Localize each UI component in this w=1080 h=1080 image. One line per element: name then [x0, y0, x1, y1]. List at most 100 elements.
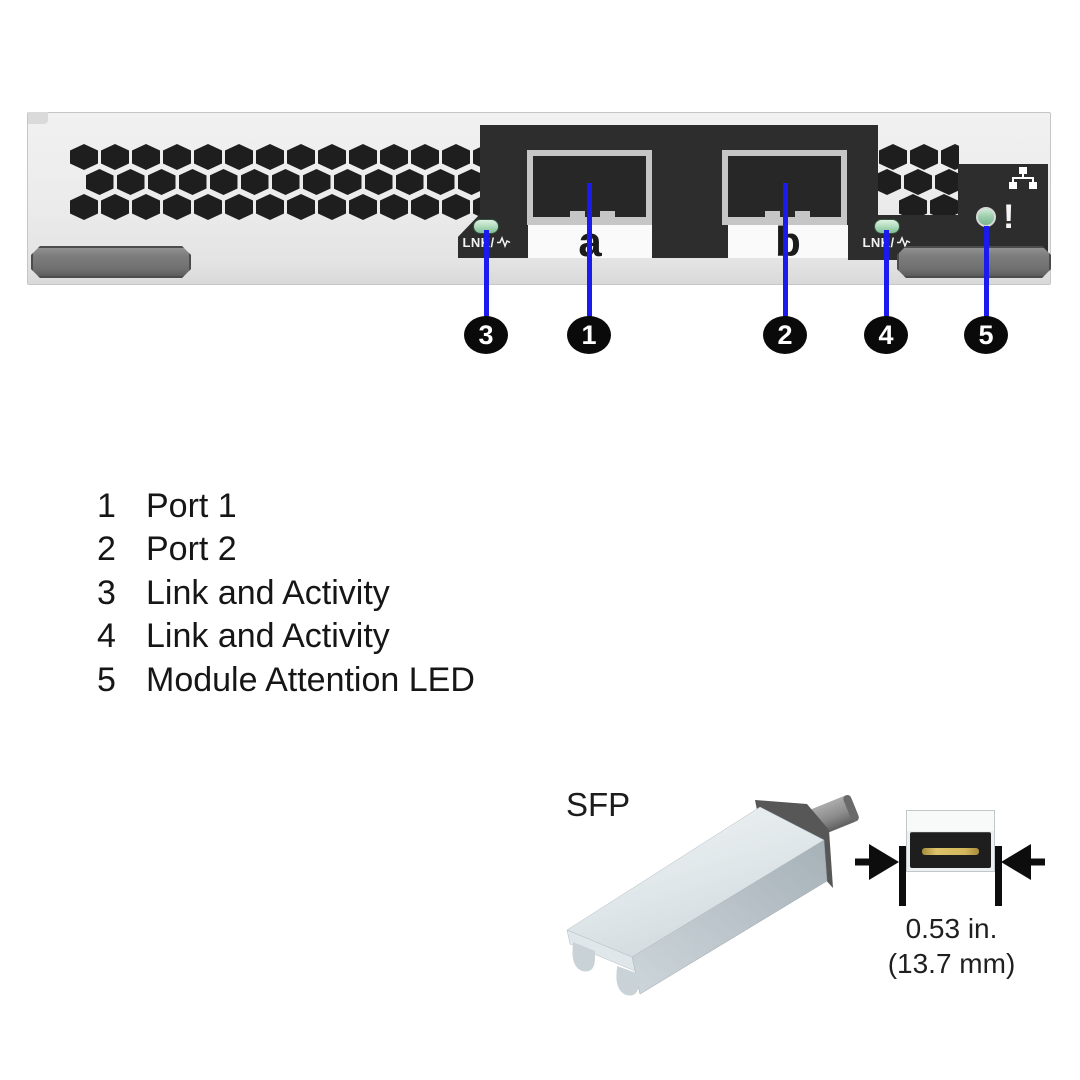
faceplate-corner-tab [28, 112, 48, 124]
vent-hexagon [163, 144, 191, 170]
legend-row-5: 5 Module Attention LED [97, 659, 475, 702]
callout-circle-4: 4 [864, 316, 908, 354]
vent-hexagon [333, 169, 362, 195]
port-b-notch [765, 211, 780, 218]
vent-hexagon [457, 169, 481, 195]
legend-label: Link and Activity [146, 617, 390, 656]
callout-circle-2: 2 [763, 316, 807, 354]
lnk-text-left: LNK/ [462, 234, 495, 250]
vent-hexagon [302, 169, 331, 195]
dimension-bar-right [995, 846, 1002, 906]
vent-hexagon [473, 144, 481, 170]
vent-hexagon [411, 144, 439, 170]
callout-line-2 [782, 183, 788, 320]
legend-label: Module Attention LED [146, 660, 475, 699]
vent-hexagon [910, 144, 938, 170]
legend-number: 1 [97, 487, 116, 525]
port-a-notch [570, 211, 585, 218]
port-a-notch [600, 211, 615, 218]
vent-hexagon [904, 169, 932, 195]
legend-row-3: 3 Link and Activity [97, 572, 475, 615]
vent-hexagons-left [70, 144, 481, 221]
vent-hexagon [132, 144, 160, 170]
sfp-title: SFP [566, 786, 631, 823]
vent-hexagon [349, 144, 377, 170]
vent-hexagon [225, 194, 253, 220]
vent-hexagons-right [874, 144, 959, 221]
vent-hexagon [411, 194, 439, 220]
callout-circle-1: 1 [567, 316, 611, 354]
legend-label: Port 2 [146, 530, 237, 569]
vent-hexagon [240, 169, 269, 195]
port-b-label-plate: b [728, 218, 848, 265]
vent-hexagon [271, 169, 300, 195]
callout-line-3 [483, 230, 489, 320]
callout-line-4 [883, 230, 889, 320]
dimension-inches: 0.53 in. [905, 913, 998, 944]
vent-hexagon [442, 144, 470, 170]
legend-label: Port 1 [146, 487, 237, 525]
vent-hexagon [874, 169, 901, 195]
callout-circle-3: 3 [464, 316, 508, 354]
vent-hexagon [935, 169, 959, 195]
legend-row-4: 4 Link and Activity [97, 615, 475, 658]
sfp-connector-front-view [906, 810, 995, 872]
legend-number: 4 [97, 617, 116, 656]
vent-hexagon [473, 194, 481, 220]
vent-hexagon [101, 144, 129, 170]
vent-hexagon [70, 144, 98, 170]
vent-hexagon [318, 144, 346, 170]
vent-hexagon [132, 194, 160, 220]
vent-hexagon [70, 194, 98, 220]
legend-number: 3 [97, 573, 116, 612]
vent-hexagon [380, 194, 408, 220]
sfp-foot [616, 966, 639, 996]
vent-hexagon [256, 194, 284, 220]
dimension-arrow-right [1001, 844, 1045, 880]
activity-pulse-icon [497, 236, 511, 248]
lnk-text-right: LNK/ [862, 234, 895, 250]
vent-hexagon [101, 194, 129, 220]
sfp-transceiver-illustration [566, 794, 859, 996]
callout-line-1 [586, 183, 592, 320]
vent-hexagon [395, 169, 424, 195]
callout-circle-5: 5 [964, 316, 1008, 354]
port-b-letter: b [775, 218, 801, 265]
vent-hexagon [256, 144, 284, 170]
legend-row-2: 2 Port 2 [97, 528, 475, 571]
left-handle [31, 246, 191, 278]
vent-hexagon [426, 169, 455, 195]
callout-line-5 [983, 226, 989, 320]
connector-top-strip [907, 811, 994, 831]
connector-gold-pins [922, 848, 979, 855]
legend-label: Link and Activity [146, 573, 390, 612]
vent-hexagon [178, 169, 207, 195]
vent-hexagon [364, 169, 393, 195]
vent-hexagon [194, 144, 222, 170]
vent-hexagon [318, 194, 346, 220]
vent-hexagon [163, 194, 191, 220]
legend-row-1: 1 Port 1 [97, 485, 475, 528]
vent-hexagon [225, 144, 253, 170]
dimension-mm: (13.7 mm) [887, 948, 1016, 979]
vent-hexagon [116, 169, 145, 195]
module-attention-led [976, 207, 996, 227]
right-handle [897, 246, 1051, 278]
vent-hexagon [147, 169, 176, 195]
legend-number: 2 [97, 530, 116, 569]
vent-hexagon [194, 194, 222, 220]
vent-hexagon [380, 144, 408, 170]
dimension-arrow-left [855, 844, 899, 880]
vent-hexagon [941, 144, 959, 170]
vent-hexagon [879, 144, 907, 170]
activity-pulse-icon [897, 236, 911, 248]
legend-number: 5 [97, 660, 116, 699]
network-icon [1009, 167, 1037, 189]
sfp-end-face [566, 929, 636, 972]
vent-hexagon [287, 144, 315, 170]
vent-hexagon [85, 169, 114, 195]
dimension-bar-left [899, 846, 906, 906]
attention-exclamation: ! [1003, 198, 1015, 236]
